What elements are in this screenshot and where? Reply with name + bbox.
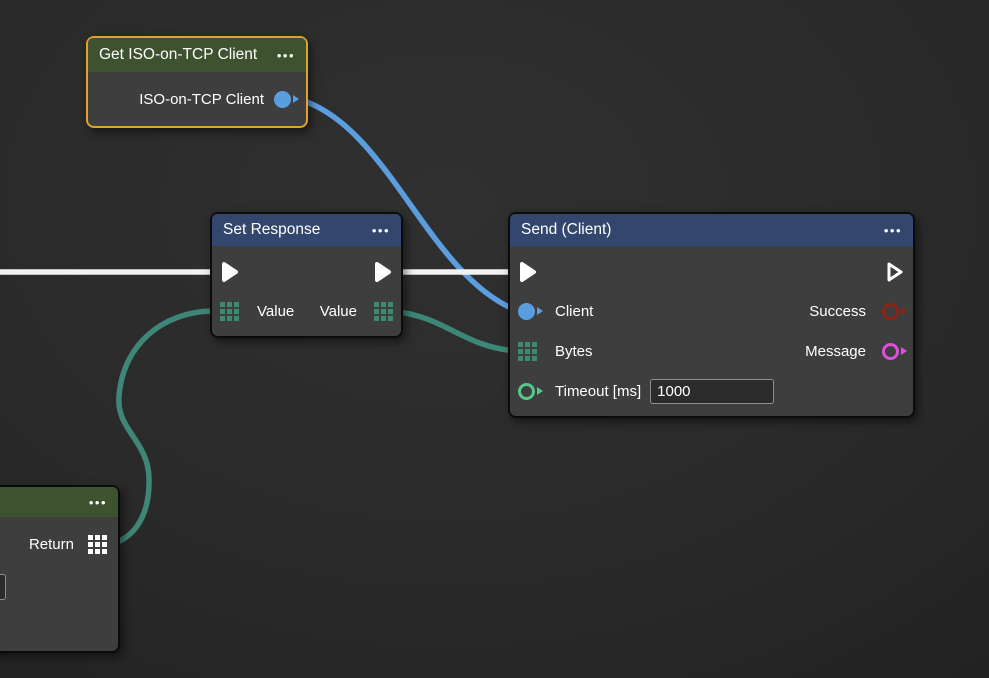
value-input-partial[interactable] bbox=[0, 574, 6, 600]
node-header[interactable]: Get ISO-on-TCP Client ••• bbox=[88, 38, 306, 72]
output-port-return-grid-icon[interactable] bbox=[88, 535, 107, 554]
node-header[interactable]: Set Response ••• bbox=[212, 214, 401, 246]
port-label: ISO-on-TCP Client bbox=[139, 90, 264, 108]
port-row: Bytes Message bbox=[518, 334, 907, 368]
input-row bbox=[0, 573, 110, 601]
wire-set-response-value-to-bytes[interactable] bbox=[389, 308, 519, 354]
wire-client-to-send-client[interactable] bbox=[298, 97, 521, 314]
input-port-value-grid-icon[interactable] bbox=[220, 302, 239, 321]
port-label: Success bbox=[809, 302, 866, 320]
input-port-client[interactable] bbox=[518, 302, 535, 320]
port-row: Client Success bbox=[518, 294, 907, 328]
port-arrow-icon bbox=[537, 387, 543, 395]
node-get-iso-on-tcp-client[interactable]: Get ISO-on-TCP Client ••• ISO-on-TCP Cli… bbox=[86, 36, 308, 128]
port-label: Value bbox=[257, 302, 295, 320]
exec-in-pin[interactable] bbox=[517, 259, 539, 285]
port-arrow-icon bbox=[901, 307, 907, 315]
node-header[interactable]: ••• bbox=[0, 487, 118, 517]
input-port-bytes-grid-icon[interactable] bbox=[518, 342, 537, 361]
node-send-client[interactable]: Send (Client) ••• Client Success Bytes bbox=[508, 212, 915, 418]
port-label: Timeout [ms] bbox=[555, 382, 642, 400]
output-port-message[interactable] bbox=[882, 342, 899, 360]
timeout-value-input[interactable] bbox=[650, 378, 775, 404]
port-label: Client bbox=[555, 302, 594, 320]
wire-return-to-set-response-value[interactable] bbox=[97, 308, 215, 549]
node-menu-icon[interactable]: ••• bbox=[276, 47, 295, 63]
exec-row bbox=[219, 256, 394, 288]
node-title: Set Response bbox=[223, 221, 321, 238]
input-port-timeout[interactable] bbox=[518, 382, 535, 400]
port-row: Return bbox=[0, 527, 107, 561]
port-arrow-icon bbox=[537, 307, 543, 315]
node-title: Send (Client) bbox=[521, 221, 612, 238]
node-menu-icon[interactable]: ••• bbox=[883, 222, 902, 238]
node-title: Get ISO-on-TCP Client bbox=[99, 46, 258, 63]
node-menu-icon[interactable]: ••• bbox=[88, 494, 107, 510]
node-return[interactable]: ••• Return bbox=[0, 485, 120, 653]
node-set-response[interactable]: Set Response ••• Value Value bbox=[210, 212, 403, 338]
node-menu-icon[interactable]: ••• bbox=[371, 222, 390, 238]
port-row: Timeout [ms] bbox=[518, 374, 907, 408]
port-arrow-icon bbox=[901, 347, 907, 355]
port-arrow-icon bbox=[293, 95, 299, 103]
port-label: Return bbox=[28, 535, 74, 553]
port-label: Message bbox=[805, 342, 866, 360]
output-port-value-grid-icon[interactable] bbox=[374, 302, 393, 321]
port-label: Value bbox=[319, 302, 357, 320]
output-port-success[interactable] bbox=[882, 302, 899, 320]
exec-row bbox=[517, 256, 906, 288]
port-row: ISO-on-TCP Client bbox=[97, 72, 299, 126]
node-header[interactable]: Send (Client) ••• bbox=[510, 214, 913, 246]
port-row: Value Value bbox=[220, 295, 393, 327]
exec-out-pin[interactable] bbox=[884, 259, 906, 285]
port-label: Bytes bbox=[555, 342, 593, 360]
output-port-iso-on-tcp-client[interactable] bbox=[274, 90, 291, 108]
exec-in-pin[interactable] bbox=[219, 259, 241, 285]
exec-out-pin[interactable] bbox=[372, 259, 394, 285]
